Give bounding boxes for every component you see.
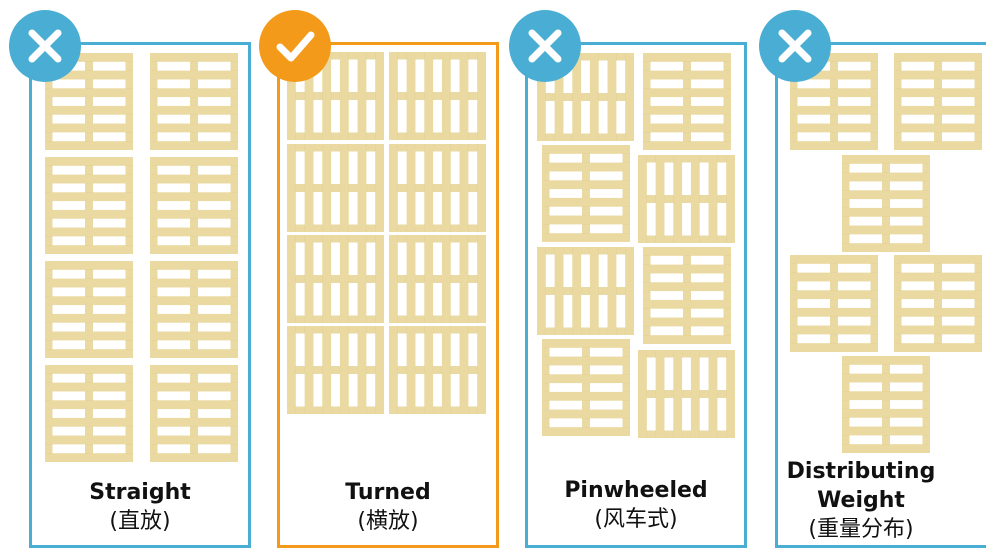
pallet-straight	[150, 53, 238, 150]
pallet-turned	[287, 144, 384, 232]
pallet-turned	[389, 235, 486, 323]
distributing-panel: Distributing Weight (重量分布)	[775, 42, 986, 548]
pallet-pinwheeled	[638, 350, 735, 438]
pallet-straight	[150, 261, 238, 358]
pallet-straight	[150, 157, 238, 254]
pallet-pinwheeled	[643, 247, 731, 344]
pallet-pinwheeled	[537, 247, 634, 335]
pallet-turned	[389, 326, 486, 414]
pallet-turned	[389, 52, 486, 140]
straight-title: Straight	[89, 480, 191, 505]
pallet-turned	[287, 235, 384, 323]
pallet-pinwheeled	[638, 155, 735, 243]
pinwheeled-subtitle: (风车式)	[594, 507, 678, 532]
pallet-distributing	[842, 155, 930, 252]
straight-caption: Straight (直放)	[32, 478, 248, 536]
pallet-turned	[287, 326, 384, 414]
distributing-title-line2: Weight	[817, 488, 905, 513]
straight-subtitle: (直放)	[109, 509, 171, 534]
pallet-pinwheeled	[542, 339, 630, 436]
pinwheeled-caption: Pinwheeled (风车式)	[528, 476, 744, 534]
pallet-straight	[45, 365, 133, 462]
straight-panel: Straight (直放)	[29, 42, 251, 548]
pallet-turned	[287, 52, 384, 140]
pallet-distributing	[894, 53, 982, 150]
pallet-distributing	[790, 255, 878, 352]
turned-subtitle: (横放)	[357, 509, 419, 534]
x-icon	[759, 10, 831, 82]
checkmark-icon	[259, 10, 331, 82]
pallet-turned	[389, 144, 486, 232]
pallet-distributing	[842, 356, 930, 453]
pallet-pinwheeled	[542, 145, 630, 242]
x-icon	[9, 10, 81, 82]
pallet-straight	[45, 261, 133, 358]
turned-title: Turned	[345, 480, 431, 505]
pallet-straight	[45, 53, 133, 150]
distributing-caption: Distributing Weight (重量分布)	[778, 457, 944, 544]
x-icon	[509, 10, 581, 82]
distributing-title-line1: Distributing	[786, 459, 936, 484]
distributing-subtitle: (重量分布)	[808, 517, 914, 542]
pallet-pinwheeled	[643, 53, 731, 150]
turned-caption: Turned (横放)	[280, 478, 496, 536]
pallet-straight	[45, 157, 133, 254]
pinwheeled-title: Pinwheeled	[564, 478, 708, 503]
pallet-straight	[150, 365, 238, 462]
turned-panel: Turned (横放)	[277, 42, 499, 548]
pinwheeled-panel: Pinwheeled (风车式)	[525, 42, 747, 548]
pallet-distributing	[894, 255, 982, 352]
